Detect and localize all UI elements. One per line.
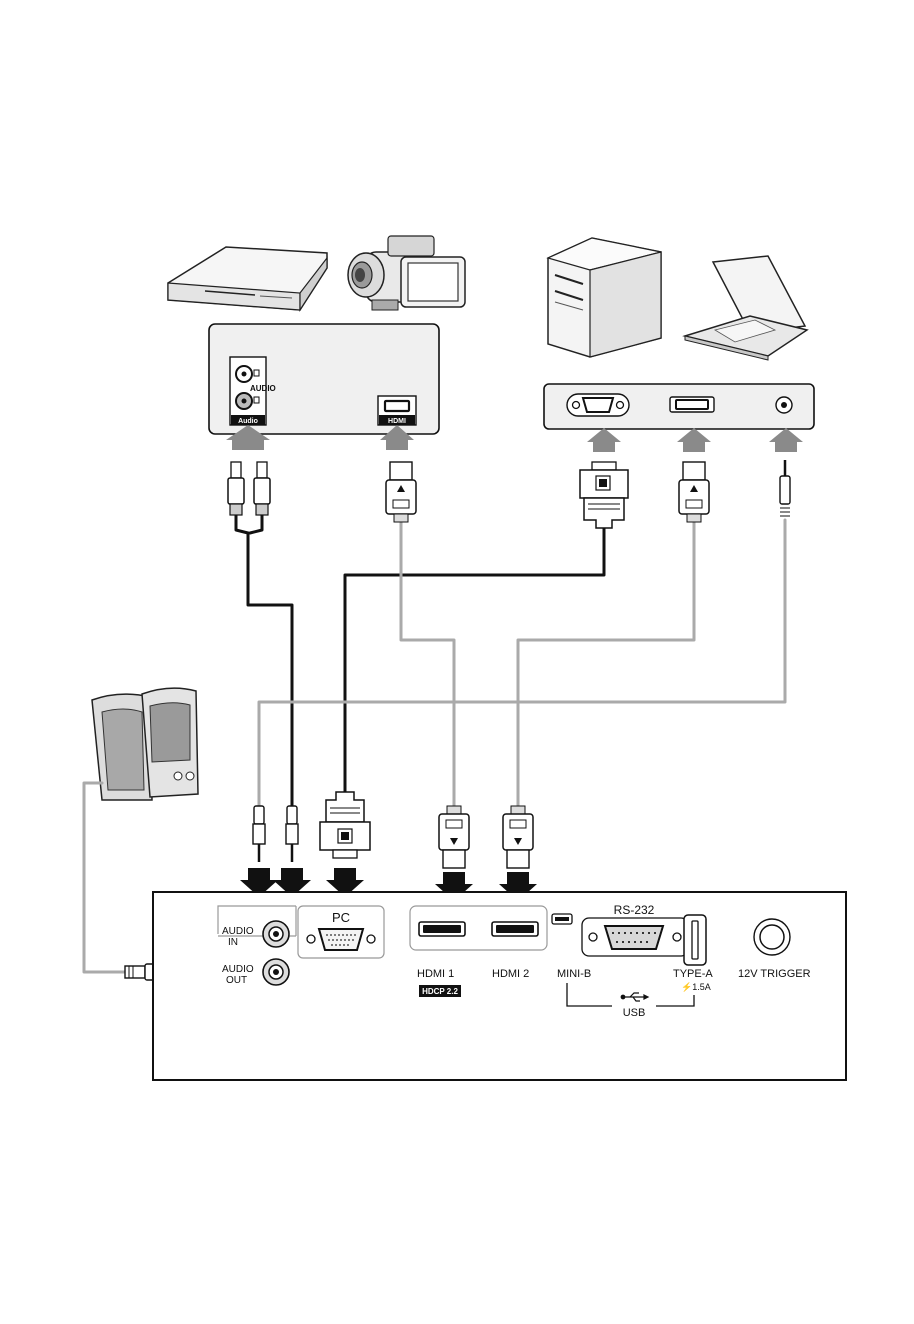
- up-arrow-audio-pc: [769, 428, 803, 452]
- rs232-label: RS-232: [614, 903, 655, 917]
- desktop-pc-illustration: [548, 238, 661, 357]
- up-arrow-vga: [587, 428, 621, 452]
- rs232-port: [582, 918, 688, 956]
- speakers-illustration: [92, 688, 198, 800]
- trigger-port: [754, 919, 790, 955]
- hdmi-pc-cable: [518, 522, 694, 808]
- mini-jack-plug-in-2: [286, 806, 298, 862]
- hdmi-plug-pc: [679, 462, 709, 522]
- audio-out-label-1: AUDIO: [222, 964, 254, 975]
- hdmi-plug-projector-1: [439, 806, 469, 868]
- usb-label: USB: [623, 1007, 646, 1019]
- mini-b-port: [552, 914, 572, 924]
- mini-jack-plug-in-1: [253, 806, 265, 862]
- audio-out-label-2: OUT: [226, 975, 247, 986]
- hdmi-av-cable: [401, 522, 454, 808]
- trigger-label: 12V TRIGGER: [738, 968, 811, 980]
- hdmi2-port: [492, 922, 538, 936]
- usb-type-a-port: [684, 915, 706, 965]
- audio-in-label-1: AUDIO: [222, 926, 254, 937]
- vga-plug-projector: [320, 792, 370, 858]
- hdcp-label: HDCP 2.2: [422, 987, 458, 996]
- pc-audio-cable: [259, 520, 785, 808]
- rca-y-cable: [236, 515, 262, 533]
- hdmi-plug-projector-2: [503, 806, 533, 868]
- projector-rear-panel: AUDIO IN AUDIO OUT PC HDMI 1 HDC: [153, 892, 846, 1080]
- audio-tab-label: Audio: [238, 418, 258, 425]
- hdmi2-label: HDMI 2: [492, 968, 529, 980]
- mini-jack-plug-pc: [780, 460, 790, 516]
- laptop-illustration: [685, 256, 807, 360]
- audio-small-label: AUDIO: [250, 384, 276, 393]
- camcorder-illustration: [348, 236, 465, 310]
- rca-to-audio-in-cable: [248, 533, 292, 808]
- rca-plugs: [228, 462, 270, 515]
- hdmi-tab-label: HDMI: [388, 418, 406, 425]
- hdmi1-label: HDMI 1: [417, 968, 454, 980]
- mini-b-label: MINI-B: [557, 968, 591, 980]
- type-a-label: TYPE-A: [673, 968, 713, 980]
- hdmi-plug-av: [386, 462, 416, 522]
- hdmi1-port: [419, 922, 465, 936]
- speaker-cable: [84, 783, 125, 972]
- vga-plug: [580, 462, 628, 528]
- dvd-player-illustration: [168, 247, 327, 310]
- type-a-rating: ⚡1.5A: [681, 981, 711, 993]
- audio-in-label-2: IN: [228, 937, 238, 948]
- pc-source-panel: [544, 384, 814, 429]
- av-source-panel: AUDIO Audio HDMI: [209, 324, 439, 434]
- pc-label: PC: [332, 910, 350, 925]
- vga-cable: [345, 528, 604, 800]
- up-arrow-hdmi-pc: [677, 428, 711, 452]
